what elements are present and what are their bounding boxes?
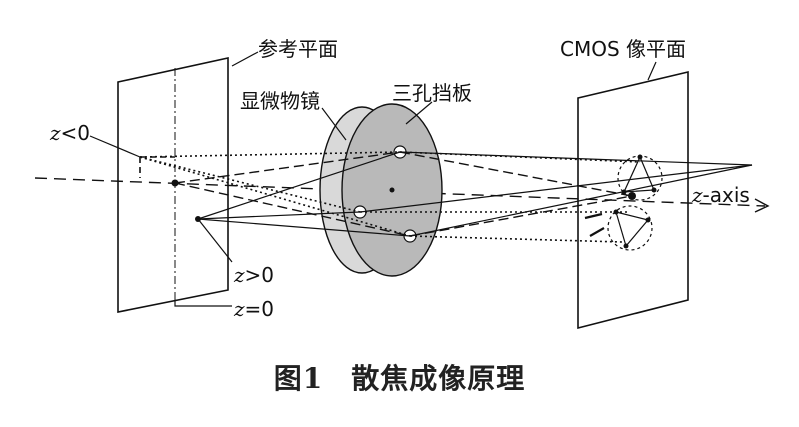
label-z-axis: z-axis	[691, 183, 750, 207]
label-microscope-objective: 显微物镜	[240, 89, 320, 113]
cmos-image-plane	[577, 70, 689, 330]
label-z-zero: z=0	[233, 297, 274, 321]
rays-z0	[174, 151, 633, 237]
image-triangle-lower	[607, 205, 653, 251]
label-reference-plane: 参考平面	[258, 37, 338, 61]
figure-caption: 图1 散焦成像原理	[0, 357, 799, 397]
label-cmos-plane: CMOS 像平面	[560, 37, 686, 61]
image-vertex	[651, 187, 657, 193]
image-vertex	[623, 243, 629, 249]
image-vertex	[637, 154, 643, 160]
defocus-imaging-diagram: 参考平面 显微物镜 三孔挡板 CMOS 像平面 z<0 z>0 z=0 z-ax…	[34, 37, 770, 330]
point-z-negative-marker	[139, 156, 175, 178]
figure-title: 散焦成像原理	[351, 362, 526, 395]
label-z-positive: z>0	[233, 263, 274, 287]
optical-axis-arrow	[754, 198, 770, 213]
image-vertex	[645, 217, 651, 223]
image-point-z0	[628, 192, 636, 200]
image-vertex	[621, 189, 627, 195]
plate-center-dot	[389, 187, 395, 193]
reference-plane	[117, 57, 229, 313]
leader-lines	[89, 51, 657, 307]
figure-number: 图1	[273, 362, 324, 395]
image-vertex	[613, 209, 619, 215]
label-three-hole-plate: 三孔挡板	[392, 81, 472, 105]
defocus-marks	[584, 212, 605, 237]
label-z-negative: z<0	[49, 121, 90, 145]
rays-z-positive	[197, 151, 753, 237]
